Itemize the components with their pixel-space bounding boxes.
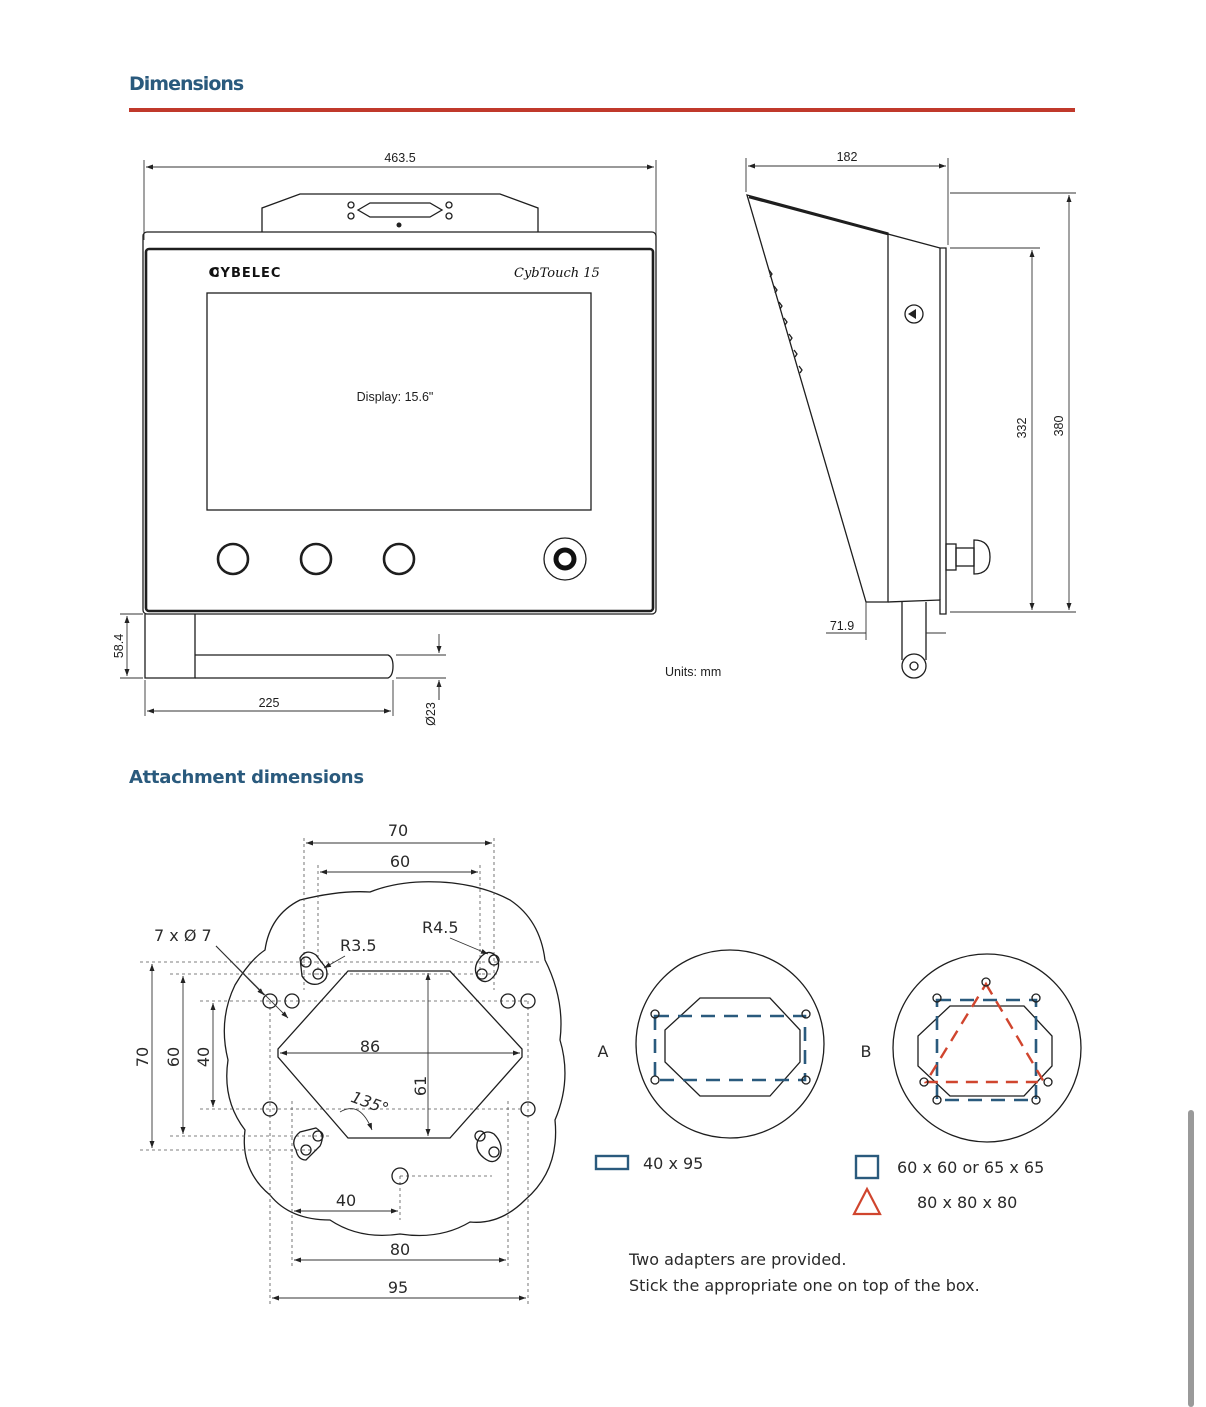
dim-top-70: 70 [388,821,408,840]
dim-left-60: 60 [164,1047,183,1067]
legend-square-text: 60 x 60 or 65 x 65 [897,1158,1044,1177]
dim-left-40: 40 [194,1047,213,1067]
dim-86: 86 [360,1037,380,1056]
front-button-1 [216,542,250,576]
radius-45-label: R4.5 [422,918,459,937]
square-legend-icon [854,1154,880,1180]
dim-arm-height: 58.4 [112,634,126,658]
triangle-legend-icon [852,1186,882,1216]
adapter-a: A [598,949,825,1139]
display-screen [206,292,592,511]
dim-height-overall: 380 [1052,416,1066,437]
brand-logo-mark [209,267,219,277]
dim-top-60: 60 [390,852,410,871]
key-switch [543,537,587,581]
side-view: 182 71.9 332 380 Units: mm [665,150,1076,679]
display-label: Display: 15.6" [357,390,434,404]
units-label: Units: mm [665,665,721,679]
adapter-legend: 40 x 95 60 x 60 or 65 x 65 80 x 80 x 80 … [594,1154,1044,1295]
page-title: Dimensions [129,73,244,95]
note-line-1: Two adapters are provided. [628,1250,846,1269]
adapter-a-label: A [598,1042,609,1061]
dim-left-70: 70 [133,1047,152,1067]
section-title-attachment: Attachment dimensions [129,767,364,788]
dim-61: 61 [411,1076,430,1096]
attachment-plate: 70 60 86 61 135° [133,821,566,1305]
radius-35-label: R3.5 [340,936,377,955]
rect-legend-icon [594,1154,630,1171]
dim-offset: 71.9 [830,619,854,633]
brand-logo: CYBELEC [210,266,281,281]
adapter-b: B [861,953,1082,1143]
note-line-2: Stick the appropriate one on top of the … [629,1276,980,1295]
dim-arm-diameter: Ø23 [424,702,438,726]
dim-bottom-80: 80 [390,1240,410,1259]
front-button-2 [299,542,333,576]
dim-depth: 182 [837,150,858,164]
dim-bottom-40: 40 [336,1191,356,1210]
model-label: CybTouch 15 [514,266,600,281]
dim-width-overall: 463.5 [384,151,415,165]
dim-angle: 135° [349,1087,392,1118]
legend-rect-text: 40 x 95 [643,1154,703,1173]
dim-arm-length: 225 [259,696,280,710]
vertical-scrollbar[interactable] [1188,1110,1194,1407]
adapter-b-label: B [861,1042,872,1061]
title-divider [129,108,1075,112]
dim-bottom-95: 95 [388,1278,408,1297]
dim-height-inner: 332 [1015,418,1029,439]
front-view: 463.5 CYBELEC CybTouch 15 Display: 15.6"… [112,151,657,726]
holes-label: 7 x Ø 7 [154,926,212,945]
legend-triangle-text: 80 x 80 x 80 [917,1193,1017,1212]
front-button-3 [382,542,416,576]
